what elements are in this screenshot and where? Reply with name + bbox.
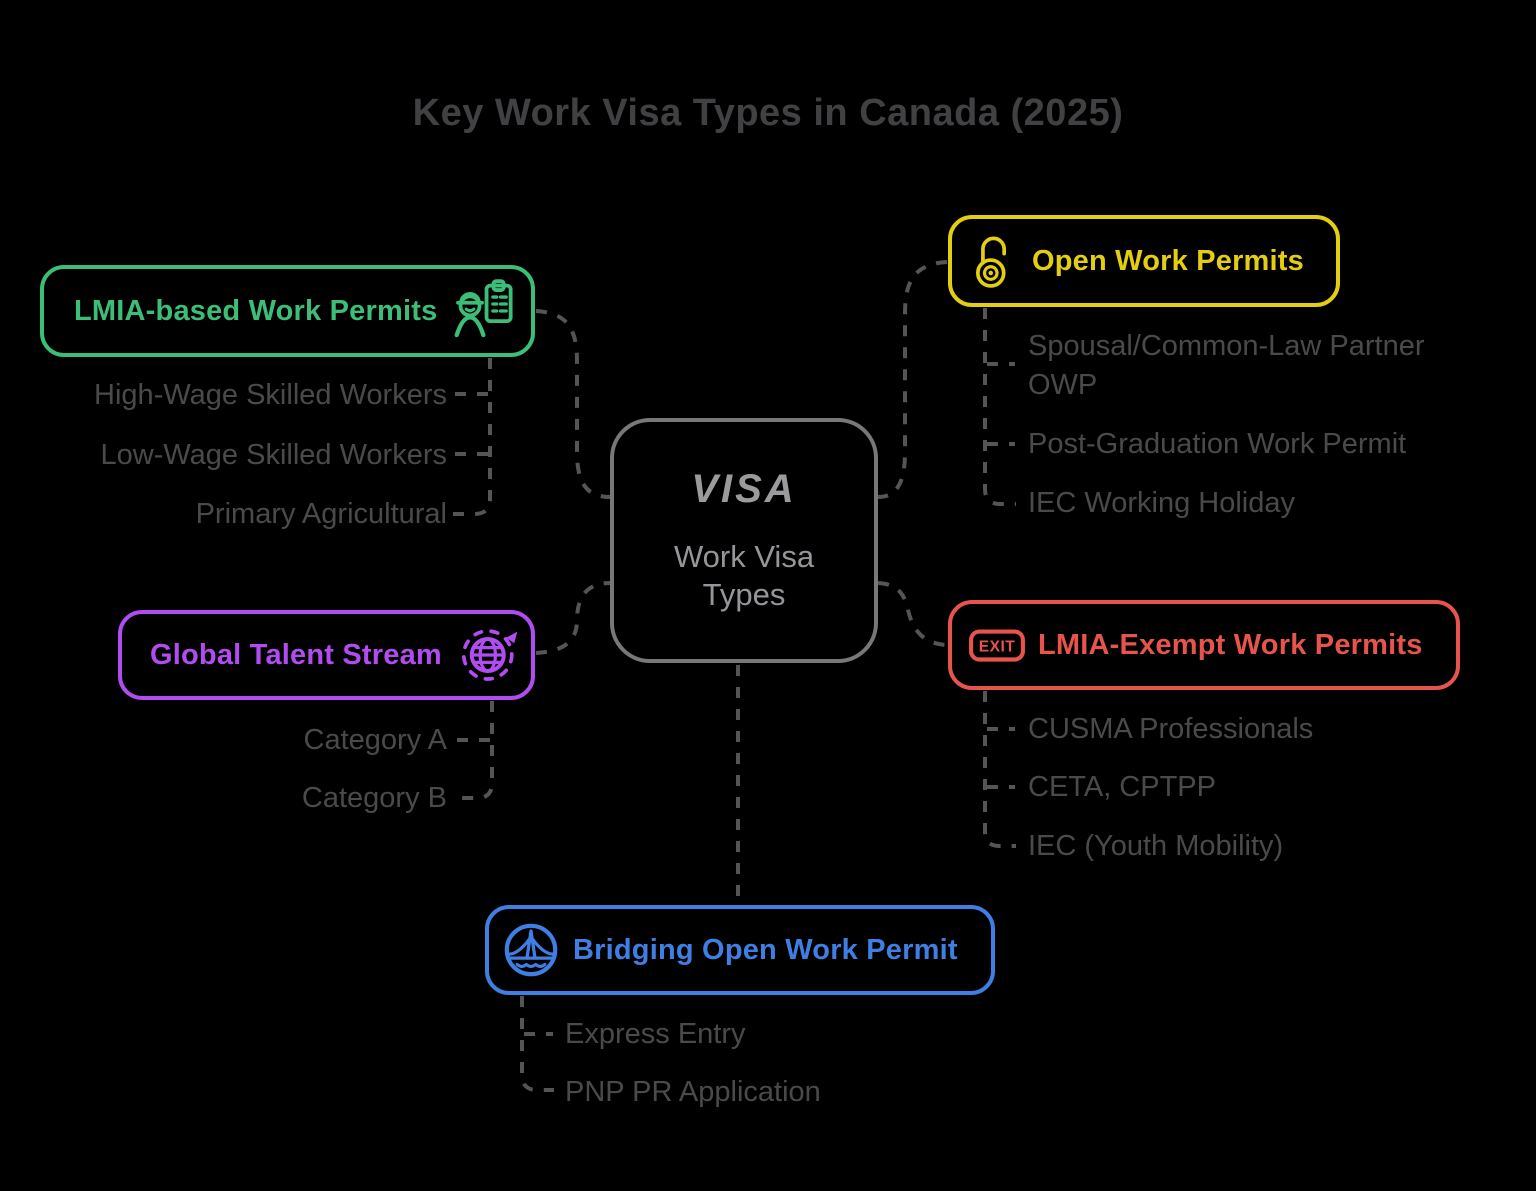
branch-global-talent-stream: Global Talent Stream xyxy=(118,610,535,700)
branch-lmia-based-label: LMIA-based Work Permits xyxy=(74,294,438,327)
exit-sign-text: EXIT xyxy=(979,639,1016,656)
globe-refresh-icon xyxy=(457,623,521,687)
connector-purple-children xyxy=(455,701,494,800)
page-title: Key Work Visa Types in Canada (2025) xyxy=(412,92,1124,134)
center-label: Work Visa Types xyxy=(673,539,815,612)
bridge-icon xyxy=(501,920,561,980)
branch-lmia-based: LMIA-based Work Permits xyxy=(40,265,535,357)
center-node: VISA Work Visa Types xyxy=(610,418,878,663)
branch-bridging-label: Bridging Open Work Permit xyxy=(573,933,958,966)
open-lock-icon xyxy=(970,229,1018,293)
subitem-pnp-pr: PNP PR Application xyxy=(565,1076,821,1108)
branch-open-work-label: Open Work Permits xyxy=(1032,244,1304,277)
subitem-ceta-cptpp: CETA, CPTPP xyxy=(1028,771,1216,803)
connector-purple-center xyxy=(535,581,611,655)
branch-lmia-exempt: EXIT LMIA-Exempt Work Permits xyxy=(948,600,1460,690)
subitem-category-a: Category A xyxy=(303,724,447,756)
subitem-express-entry: Express Entry xyxy=(565,1018,746,1050)
branch-lmia-exempt-label: LMIA-Exempt Work Permits xyxy=(1038,628,1423,661)
subitem-iec-working-holiday: IEC Working Holiday xyxy=(1028,487,1296,519)
subitem-category-b: Category B xyxy=(301,782,447,814)
connector-green-children xyxy=(451,358,492,516)
connector-red-children xyxy=(983,691,1016,848)
subitem-cusma: CUSMA Professionals xyxy=(1028,713,1314,745)
subitem-primary-agricultural: Primary Agricultural xyxy=(195,498,447,530)
connector-green-center xyxy=(535,309,611,499)
branch-bridging-owp: Bridging Open Work Permit xyxy=(485,905,995,995)
exit-sign-icon: EXIT xyxy=(968,622,1026,668)
subitem-low-wage: Low-Wage Skilled Workers xyxy=(100,439,448,471)
subitem-pgwp: Post-Graduation Work Permit xyxy=(1028,428,1407,460)
branch-open-work-permits: Open Work Permits xyxy=(948,215,1340,307)
subitem-high-wage: High-Wage Skilled Workers xyxy=(94,379,447,411)
subitem-iec-youth-mobility: IEC (Youth Mobility) xyxy=(1028,830,1284,862)
subitem-spousal-owp: Spousal/Common-Law Partner OWP xyxy=(1028,330,1425,401)
visa-logo: VISA xyxy=(691,467,797,511)
connector-yellow-center xyxy=(877,260,948,499)
connector-yellow-children xyxy=(983,308,1016,506)
worker-clipboard-icon xyxy=(451,278,517,344)
connector-blue-children xyxy=(520,996,554,1092)
branch-global-talent-label: Global Talent Stream xyxy=(150,638,442,671)
connector-red-center xyxy=(877,581,948,647)
